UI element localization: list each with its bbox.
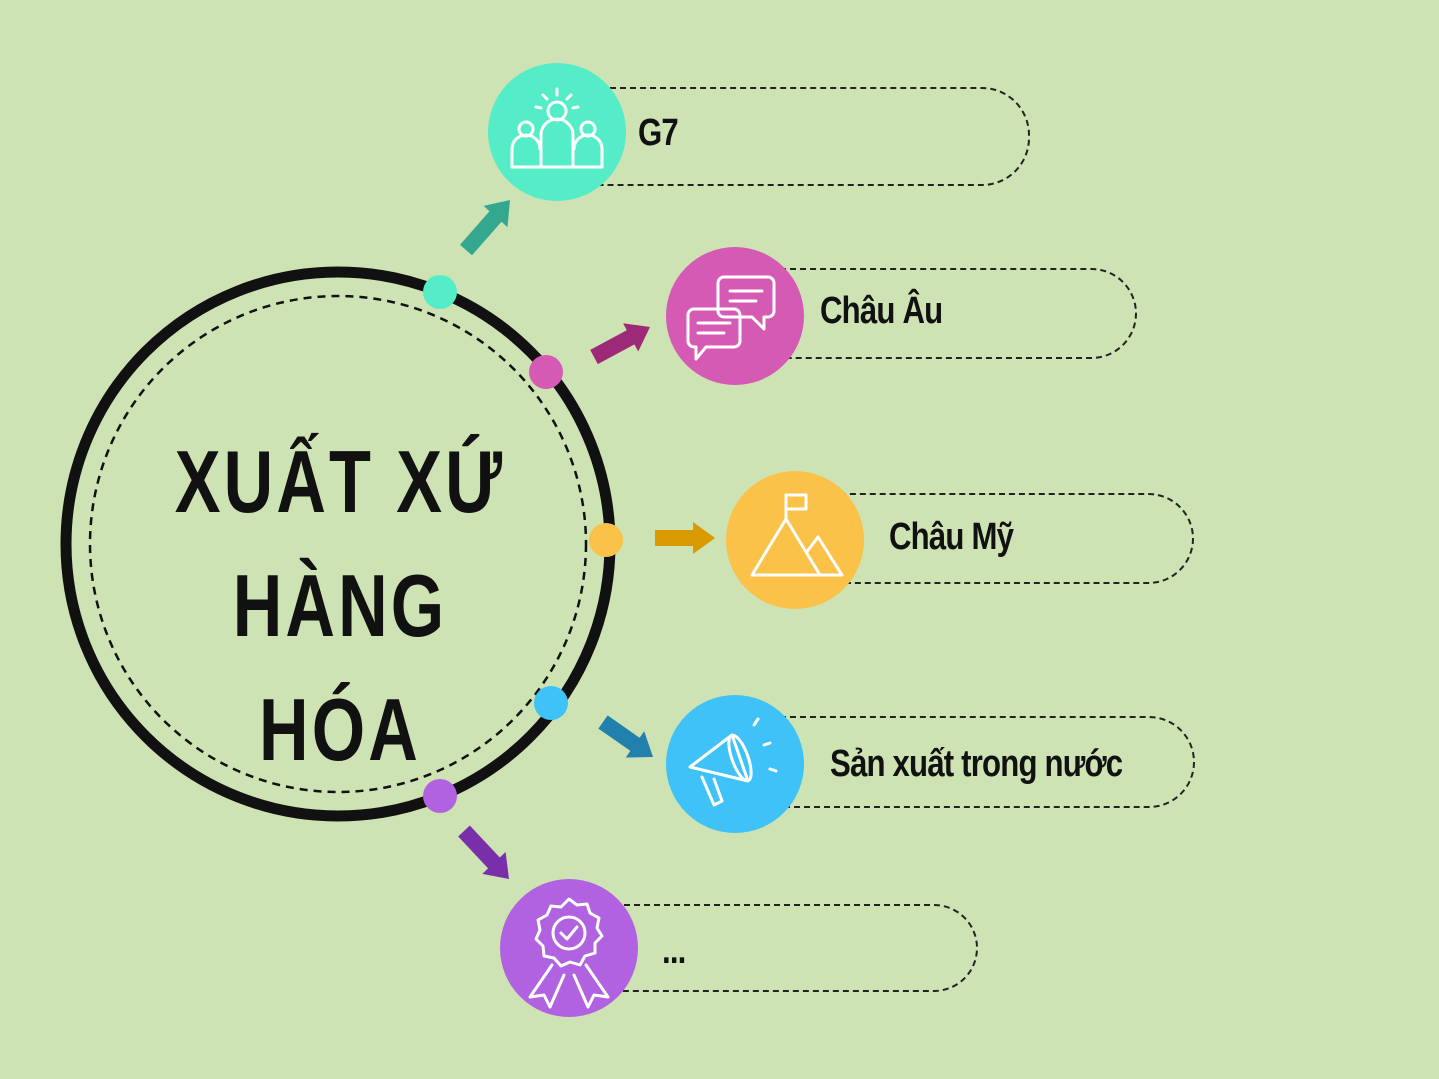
branch-circle-more xyxy=(500,879,638,1017)
arrow-2 xyxy=(590,323,650,365)
connector-dot-4 xyxy=(534,686,568,720)
branch-circle-san-xuat xyxy=(666,695,804,833)
branch-circle-chau-my xyxy=(726,471,864,609)
center-title: XUẤT XỨ HÀNG HÓA xyxy=(145,420,535,792)
chat-icon xyxy=(686,275,776,361)
arrow-1 xyxy=(460,200,510,256)
branch-pill-g7 xyxy=(590,87,1030,186)
inner-dashed-ring xyxy=(88,294,588,794)
branch-pill-chau-au xyxy=(770,268,1137,359)
branch-label-chau-my: Châu Mỹ xyxy=(889,516,1014,558)
megaphone-icon xyxy=(688,717,778,807)
arrow-5 xyxy=(458,825,509,879)
branch-pill-more xyxy=(604,904,978,992)
mountain-flag-icon xyxy=(750,493,844,577)
branch-pill-chau-my xyxy=(830,493,1194,584)
arrow-3 xyxy=(655,522,715,554)
center-title-line2: HÀNG HÓA xyxy=(232,556,448,779)
connector-dot-2 xyxy=(529,355,563,389)
arrow-4 xyxy=(598,715,653,758)
center-title-line1: XUẤT XỨ xyxy=(174,432,506,531)
branch-label-more: ... xyxy=(662,930,686,972)
connector-dot-5 xyxy=(423,779,457,813)
branch-circle-g7 xyxy=(488,63,626,201)
team-icon xyxy=(510,87,604,169)
connector-dot-3 xyxy=(589,523,623,557)
branch-pill-san-xuat xyxy=(770,716,1195,808)
branch-label-g7: G7 xyxy=(638,112,679,154)
branch-label-san-xuat: Sản xuất trong nước xyxy=(830,743,1123,785)
branch-label-chau-au: Châu Âu xyxy=(820,290,943,332)
connector-dot-1 xyxy=(423,275,457,309)
branch-circle-chau-au xyxy=(666,247,804,385)
award-badge-icon xyxy=(528,897,610,1009)
